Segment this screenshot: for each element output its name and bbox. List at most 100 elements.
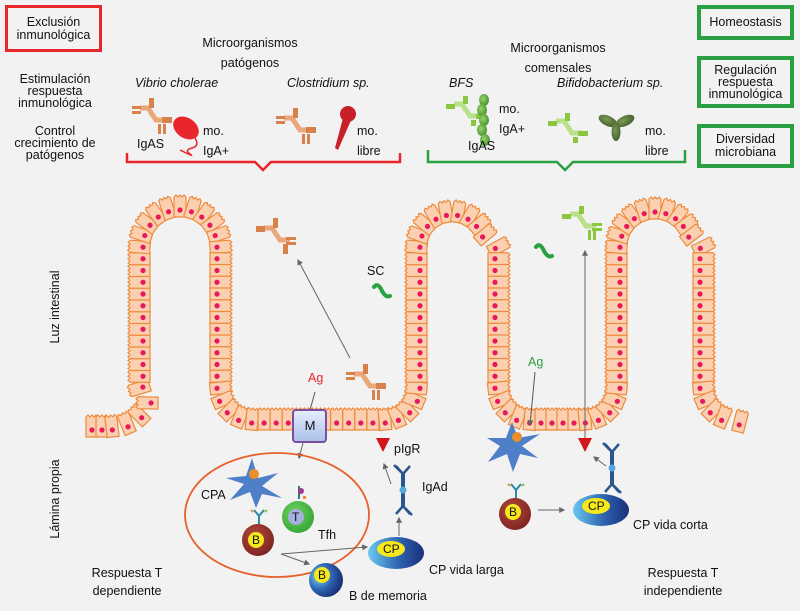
cell-nucleus — [707, 410, 713, 416]
cell-nucleus — [697, 385, 703, 391]
igas-orange-icon — [132, 98, 172, 134]
cell-nucleus — [346, 420, 352, 426]
cell-nucleus — [617, 350, 623, 356]
cell-nucleus — [697, 361, 703, 368]
epithelial-cell — [342, 407, 356, 431]
cd-receptor — [303, 496, 306, 499]
cell-nucleus — [140, 373, 146, 379]
cell-nucleus — [140, 291, 146, 297]
epithelial-cell — [556, 407, 570, 431]
epithelial-cell — [545, 407, 559, 431]
epithelial-cell — [404, 369, 428, 383]
cell-nucleus — [139, 415, 145, 421]
epithelial-cell — [487, 252, 511, 266]
cell-nucleus — [417, 291, 423, 297]
epithelial-cell — [604, 322, 628, 336]
igas-orange-icon — [346, 364, 386, 400]
cell-nucleus — [492, 385, 498, 391]
cell-nucleus — [492, 361, 498, 368]
ag-commensal-label: Ag — [528, 355, 544, 369]
cp-short-label: CP vida corta — [633, 518, 708, 532]
cell-nucleus — [631, 216, 638, 222]
cell-nucleus — [595, 417, 601, 423]
cell-nucleus — [125, 424, 131, 430]
vibrio-cholerae-icon — [173, 116, 199, 157]
cell-nucleus — [417, 385, 423, 391]
cpa-label: CPA — [201, 488, 226, 502]
epithelial-cell — [487, 322, 511, 336]
epithelial-cell — [601, 390, 627, 411]
epithelial-cell — [692, 275, 716, 289]
epithelial-cell — [269, 407, 283, 431]
cell-nucleus — [199, 214, 205, 220]
cell-nucleus — [617, 385, 623, 391]
epithelial-cell — [604, 346, 628, 360]
epithelial-cell — [404, 263, 428, 278]
cell-nucleus — [188, 209, 195, 215]
epithelial-cell — [692, 287, 716, 301]
epithelial-cell — [354, 407, 368, 431]
epithelial-cell — [604, 287, 628, 301]
clostridium-icon — [335, 106, 356, 150]
cell-nucleus — [214, 244, 220, 250]
lamina-region-label: Lámina propia — [48, 459, 62, 539]
epithelial-cell — [678, 223, 704, 247]
cell-nucleus — [207, 222, 213, 228]
epithelial-cell — [205, 225, 232, 245]
epithelial-cell — [472, 223, 498, 247]
epithelial-cell — [412, 212, 438, 237]
cell-nucleus — [214, 326, 220, 332]
cell-nucleus — [549, 420, 555, 426]
cell-nucleus — [214, 314, 220, 321]
cell-nucleus — [607, 410, 613, 416]
epithelial-cell — [404, 287, 428, 301]
cell-nucleus — [285, 420, 291, 426]
epithelial-cell — [281, 407, 295, 431]
cell-nucleus — [492, 350, 498, 356]
epithelial-cell — [126, 378, 153, 398]
cell-nucleus — [492, 314, 498, 321]
epithelial-cell — [404, 357, 428, 372]
cell-nucleus — [140, 303, 146, 309]
epithelial-cell — [404, 299, 428, 313]
vibrio-cholerae-label: Vibrio cholerae — [135, 76, 219, 90]
epithelial-cell — [127, 299, 151, 313]
cell-nucleus — [417, 326, 423, 332]
epithelial-cell — [692, 357, 716, 372]
cell-nucleus — [140, 384, 146, 390]
cell-nucleus — [465, 216, 471, 222]
cell-nucleus — [417, 361, 423, 368]
epithelial-cell — [127, 322, 151, 336]
cell-nucleus — [624, 223, 630, 230]
epithelial-cell — [401, 390, 427, 411]
cell-nucleus — [212, 232, 218, 239]
cell-nucleus — [538, 420, 544, 426]
epithelial-cell — [487, 287, 511, 301]
cell-nucleus — [454, 212, 461, 219]
commensal-bracket — [426, 150, 687, 172]
epithelial-cell — [127, 263, 151, 278]
epithelial-cell — [208, 239, 234, 255]
cell-nucleus — [700, 398, 706, 404]
epithelial-cell — [209, 322, 233, 336]
epithelial-cell — [692, 322, 716, 336]
cell-nucleus — [417, 244, 423, 250]
epithelial-cell — [507, 404, 528, 430]
ag-pointer-line — [527, 371, 536, 427]
cell-nucleus — [443, 212, 450, 219]
cell-nucleus — [492, 373, 498, 379]
tfh-label: Tfh — [318, 528, 337, 542]
epithelial-cell — [209, 299, 233, 313]
cpa-antigen-dot — [249, 469, 259, 479]
cell-nucleus — [697, 256, 703, 262]
b-cell-nucleus — [505, 504, 521, 520]
epithelial-cell — [403, 239, 429, 255]
secretory-component-icon — [534, 243, 554, 259]
t-cell-label: T — [292, 510, 300, 524]
b-cell-right-label: B — [509, 505, 518, 519]
cell-nucleus — [214, 361, 220, 368]
b-cell-nucleus — [248, 532, 264, 548]
